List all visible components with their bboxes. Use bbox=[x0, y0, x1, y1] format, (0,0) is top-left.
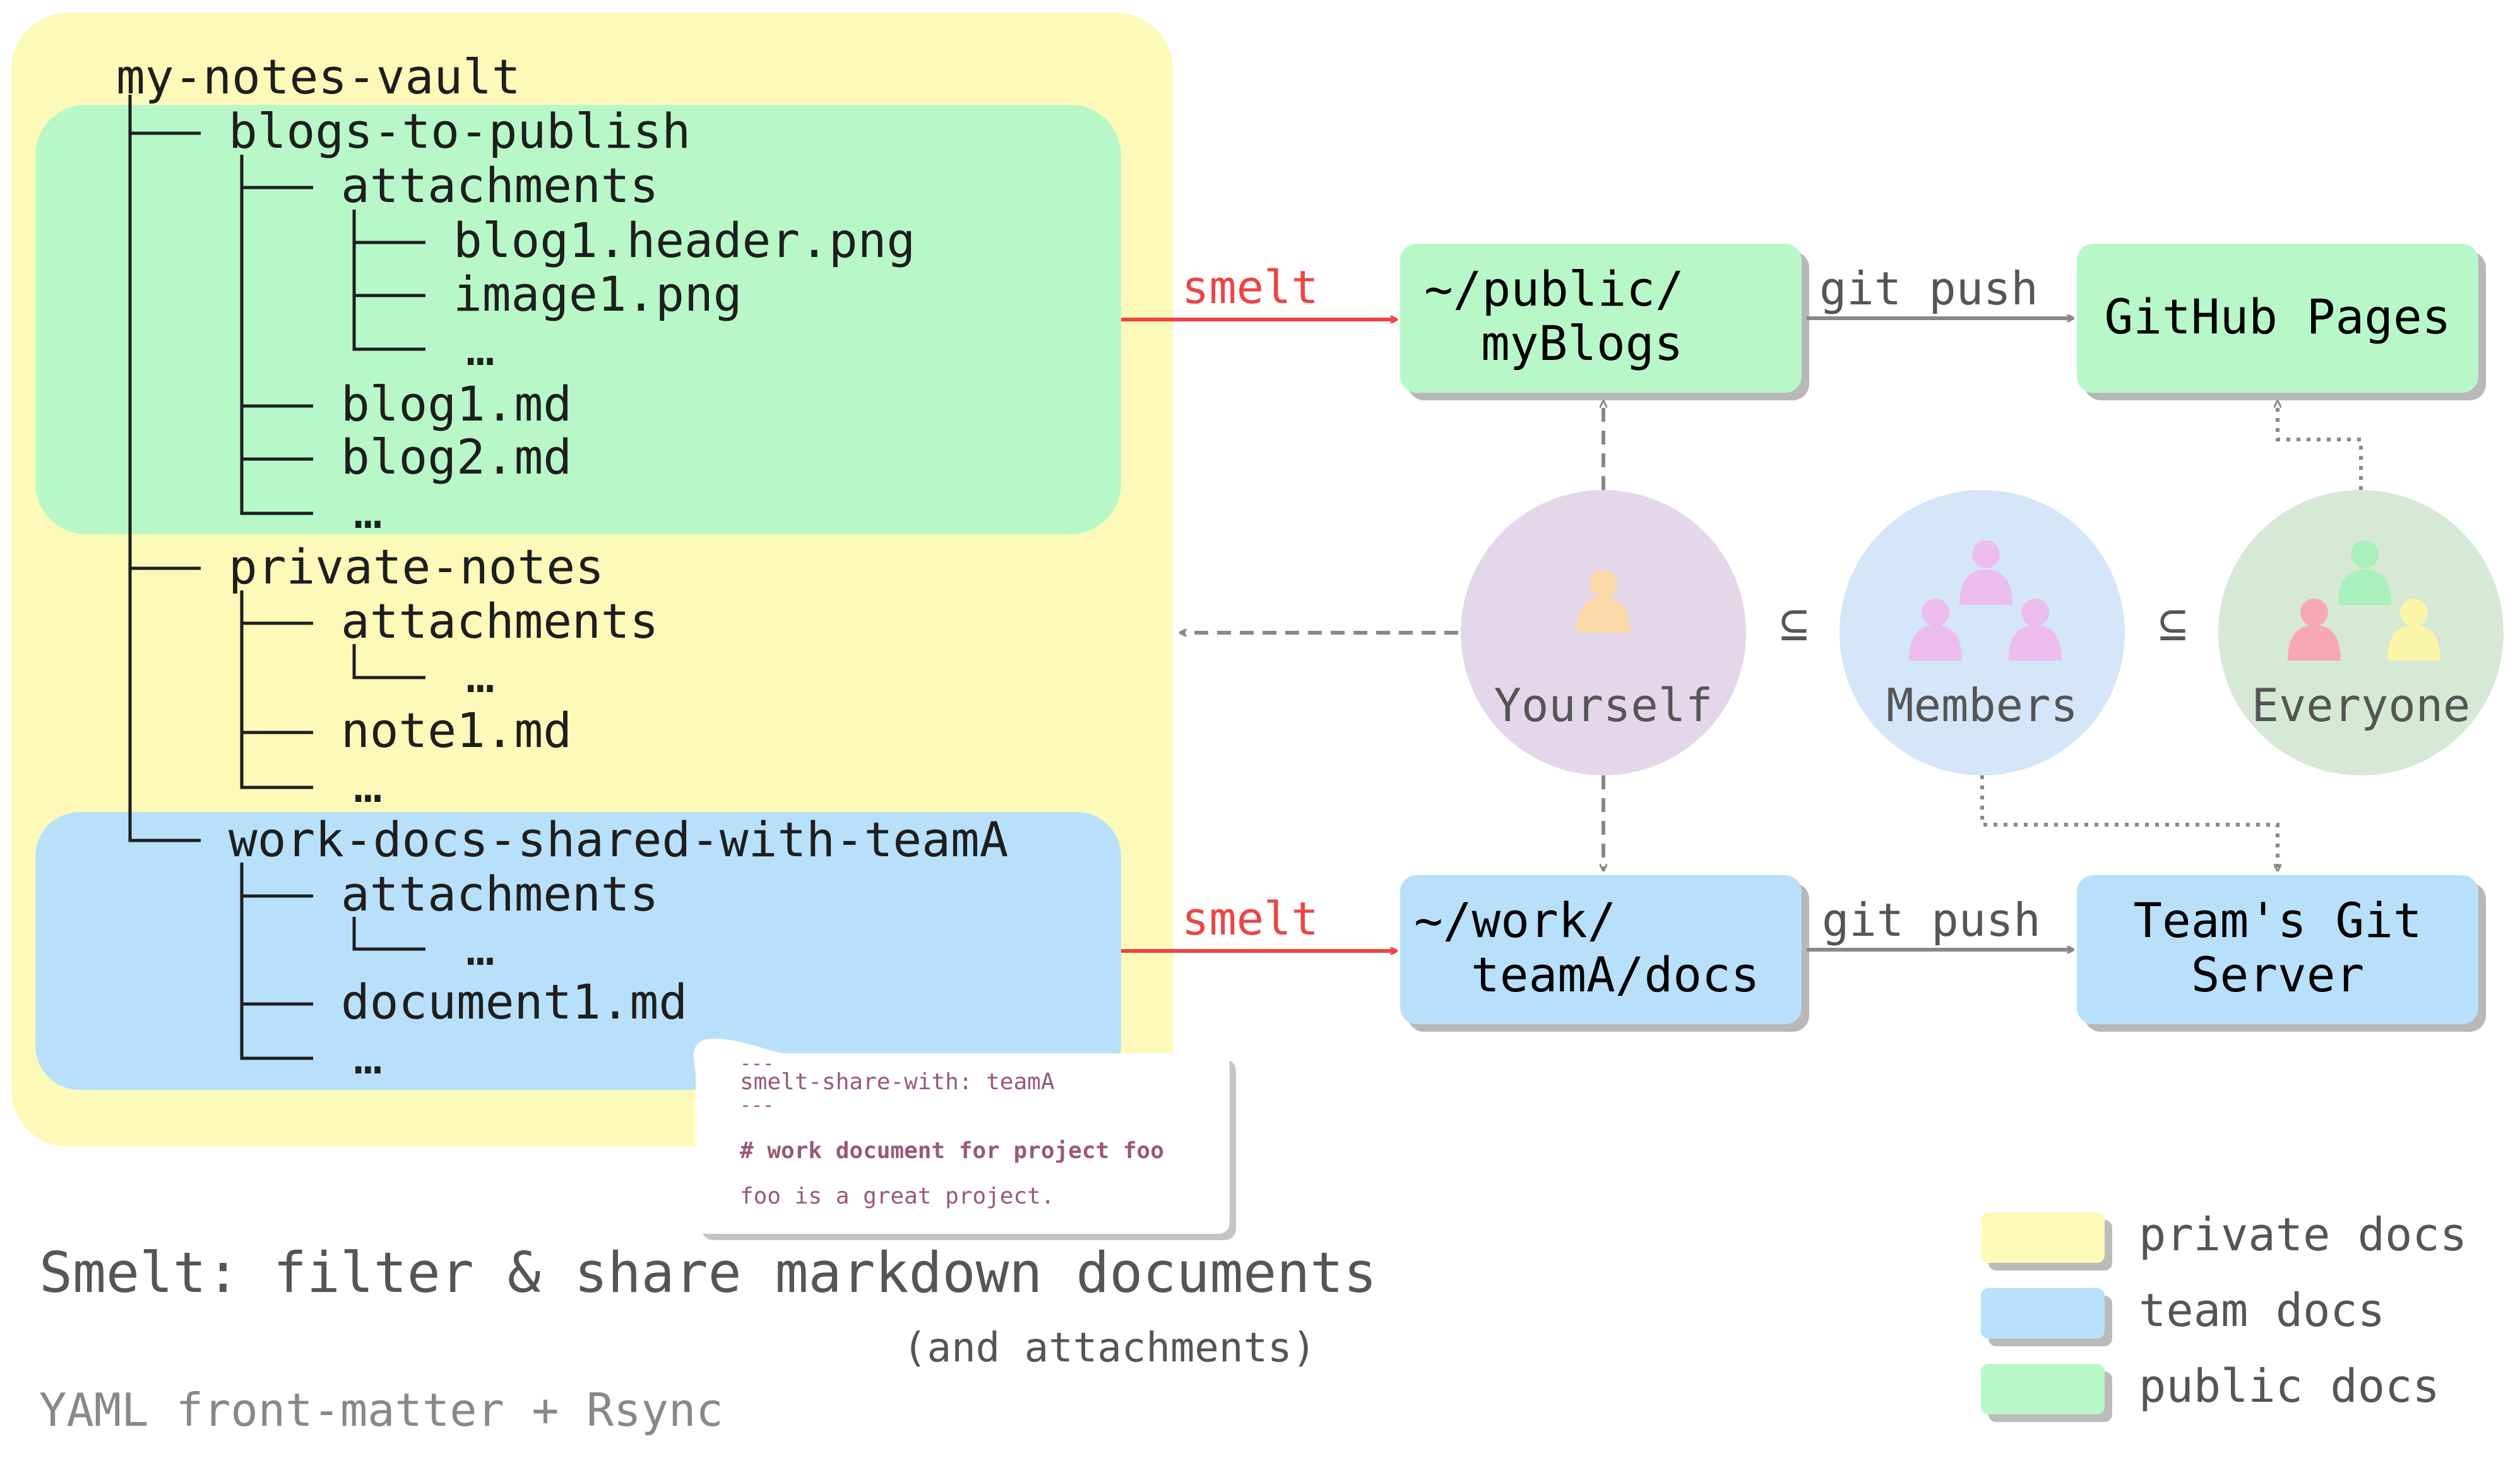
tree-ellipsis: … bbox=[466, 320, 495, 376]
tree-ellipsis: … bbox=[354, 1029, 383, 1085]
team-git-server-line1: Team's Git bbox=[2133, 892, 2422, 948]
tree-private-attachments-folder: attachments bbox=[341, 593, 658, 649]
audience-circles: Yourself Members Everyone ⊆ ⊆ bbox=[1461, 490, 2504, 775]
tree-blog2-file: blog2.md bbox=[341, 429, 572, 485]
main-title: Smelt: filter & share markdown documents bbox=[39, 1240, 1377, 1305]
tree-blogs-attachments-folder: attachments bbox=[341, 157, 658, 213]
callout-front-matter: smelt-share-with: teamA bbox=[740, 1069, 1055, 1095]
git-push-label-top: git push bbox=[1819, 262, 2038, 315]
legend-team-swatch bbox=[1981, 1288, 2105, 1339]
target-boxes: ~/public/ myBlogs GitHub Pages ~/work/ t… bbox=[1400, 244, 2486, 1032]
everyone-people-icon bbox=[2288, 541, 2440, 660]
members-circle bbox=[1839, 490, 2125, 775]
footer-caption: YAML front-matter + Rsync bbox=[39, 1383, 723, 1437]
work-teama-docs-line2: teamA/docs bbox=[1471, 947, 1760, 1003]
tree-ellipsis: … bbox=[354, 483, 383, 539]
callout-rule-top: --- bbox=[740, 1053, 774, 1075]
tree-blog1-file: blog1.md bbox=[341, 376, 572, 432]
subset-symbol: ⊆ bbox=[2158, 595, 2187, 652]
tree-lines bbox=[128, 95, 425, 1060]
tree-note1-file: note1.md bbox=[341, 702, 572, 758]
tree-root: my-notes-vault bbox=[116, 49, 521, 105]
public-myblogs-box bbox=[1400, 244, 1802, 393]
git-push-arrows: git push git push bbox=[1807, 262, 2073, 950]
github-pages-label: GitHub Pages bbox=[2104, 289, 2451, 345]
members-to-team-server-link bbox=[1980, 775, 2278, 870]
tree-labels: my-notes-vault blogs-to-publish attachme… bbox=[116, 49, 1008, 1085]
legend-team-label: team docs bbox=[2139, 1284, 2385, 1337]
callout-heading: # work document for project foo bbox=[740, 1138, 1164, 1164]
tree-work-attachments-folder: attachments bbox=[341, 866, 658, 922]
work-teama-docs-box bbox=[1400, 875, 1802, 1024]
smelt-label-bottom: smelt bbox=[1182, 892, 1319, 945]
title-block: Smelt: filter & share markdown documents… bbox=[39, 1240, 1377, 1437]
everyone-to-github-link bbox=[2278, 402, 2363, 490]
audience-links bbox=[1180, 402, 2363, 870]
legend-public-label: public docs bbox=[2139, 1359, 2440, 1413]
tree-image1-file: image1.png bbox=[453, 266, 742, 322]
callout-body: foo is a great project. bbox=[740, 1183, 1055, 1209]
legend: private docs team docs public docs bbox=[1981, 1208, 2467, 1422]
public-region bbox=[35, 105, 1121, 534]
tree-document1-file: document1.md bbox=[341, 974, 687, 1030]
tree-ellipsis: … bbox=[354, 757, 383, 813]
tree-blogs-folder: blogs-to-publish bbox=[229, 103, 691, 159]
tree-blog-header-file: blog1.header.png bbox=[453, 212, 915, 268]
everyone-circle bbox=[2218, 490, 2504, 775]
yourself-person-icon bbox=[1577, 570, 1630, 633]
tree-private-folder: private-notes bbox=[229, 539, 604, 595]
github-pages-box bbox=[2077, 244, 2478, 393]
legend-public-swatch bbox=[1981, 1364, 2105, 1414]
subtitle: (and attachments) bbox=[903, 1325, 1316, 1371]
team-git-server-box bbox=[2077, 875, 2478, 1024]
subset-symbol: ⊆ bbox=[1780, 595, 1809, 652]
members-people-icon bbox=[1909, 541, 2062, 660]
tree-ellipsis: … bbox=[466, 647, 495, 703]
members-label: Members bbox=[1886, 679, 2077, 732]
legend-private-swatch bbox=[1981, 1212, 2105, 1263]
team-git-server-line2: Server bbox=[2191, 947, 2365, 1003]
git-push-label-bottom: git push bbox=[1822, 893, 2041, 947]
public-myblogs-line2: myBlogs bbox=[1481, 315, 1683, 371]
team-region bbox=[35, 812, 1121, 1090]
front-matter-callout: --- smelt-share-with: teamA --- # work d… bbox=[693, 1038, 1236, 1240]
smelt-arrows: smelt smelt bbox=[1121, 261, 1396, 951]
callout-rule-bottom: --- bbox=[740, 1094, 774, 1116]
tree-ellipsis: … bbox=[466, 920, 495, 976]
smelt-label-top: smelt bbox=[1182, 261, 1319, 314]
legend-private-label: private docs bbox=[2139, 1208, 2467, 1261]
public-myblogs-line1: ~/public/ bbox=[1424, 261, 1684, 317]
work-teama-docs-line1: ~/work/ bbox=[1414, 892, 1616, 948]
tree-work-folder: work-docs-shared-with-teamA bbox=[229, 811, 1008, 868]
yourself-label: Yourself bbox=[1494, 679, 1713, 732]
everyone-label: Everyone bbox=[2252, 679, 2471, 732]
